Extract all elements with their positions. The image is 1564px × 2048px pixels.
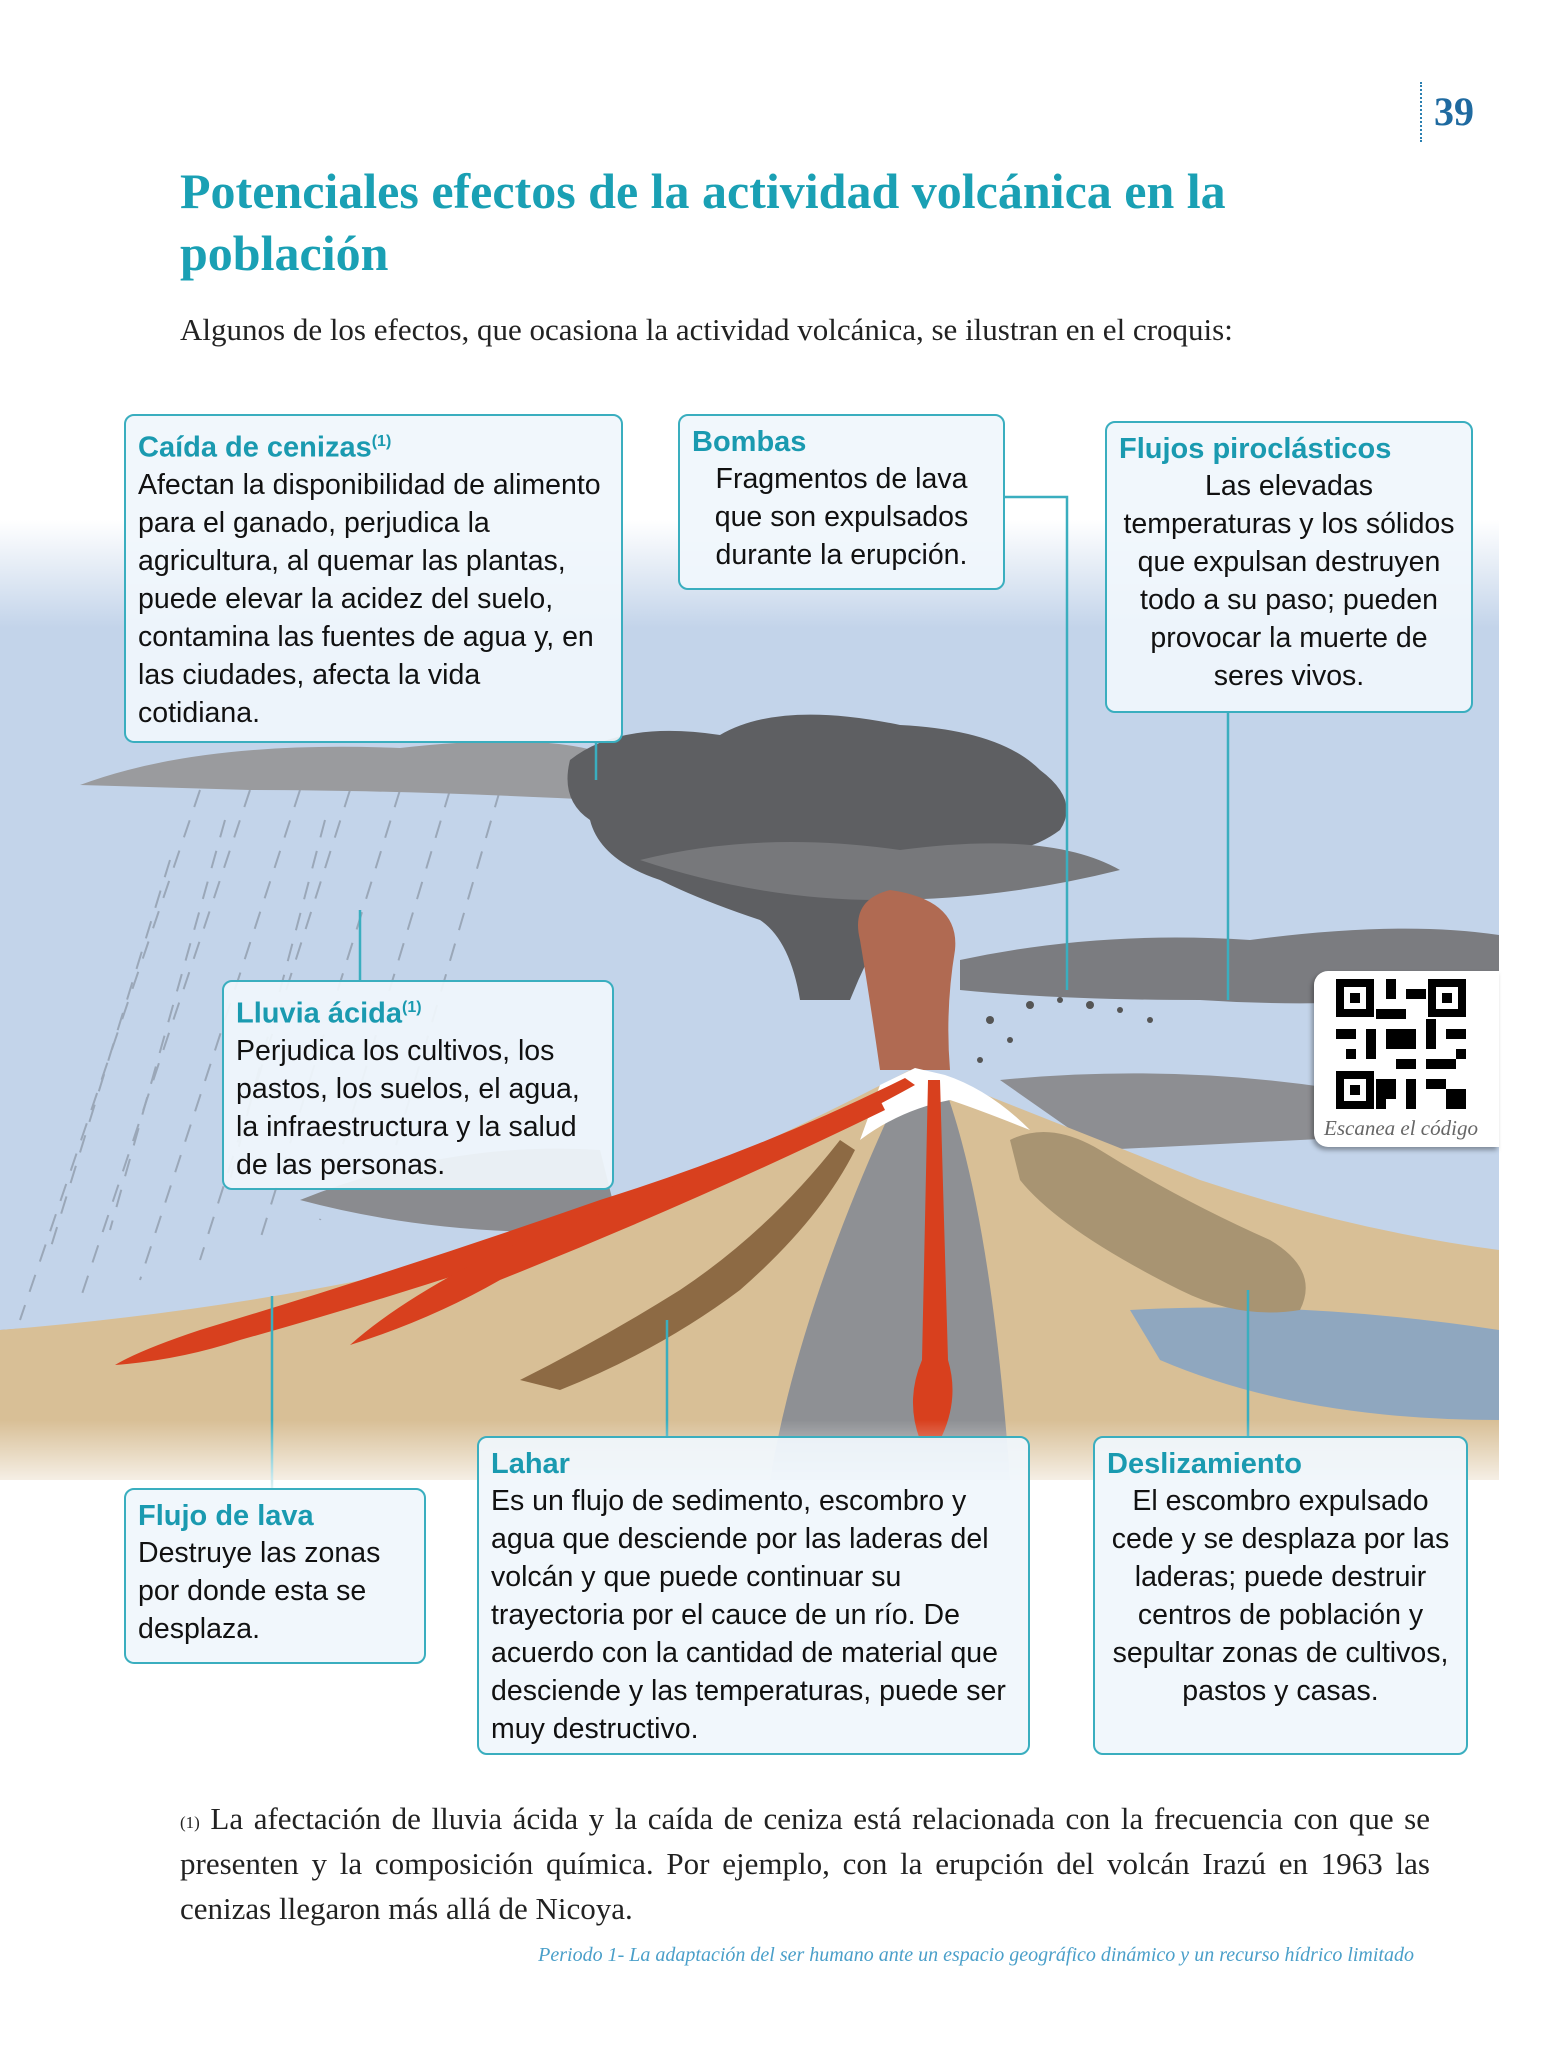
landslide-debris (1010, 1132, 1306, 1313)
callout-text: Afectan la disponibilidad de alimento pa… (138, 468, 601, 729)
footnote-marker: (1) (402, 999, 422, 1016)
eruption-column (858, 890, 956, 1070)
callout-caida-de-cenizas: Caída de cenizas(1) Afectan la disponibi… (124, 414, 623, 743)
callout-title: Flujo de lava (138, 1500, 314, 1532)
qr-code-card[interactable]: Escanea el código (1314, 971, 1499, 1147)
callout-title: Caída de cenizas (138, 431, 372, 464)
intro-text: Algunos de los efectos, que ocasiona la … (180, 312, 1233, 347)
callout-flujos-piroclasticos: Flujos piroclásticos Las elevadas temper… (1105, 421, 1473, 713)
callout-lluvia-acida: Lluvia ácida(1) Perjudica los cultivos, … (222, 980, 614, 1190)
callout-title: Deslizamiento (1107, 1448, 1302, 1480)
callout-text: Fragmentos de lava que son expulsados du… (714, 463, 969, 571)
volcanic-bombs (977, 997, 1153, 1063)
footnote-marker: (1) (180, 1813, 200, 1832)
callout-title: Lluvia ácida (236, 997, 403, 1030)
page-footer: Periodo 1- La adaptación del ser humano … (538, 1944, 1414, 1966)
footnote-text: La afectación de lluvia ácida y la caída… (180, 1801, 1431, 1926)
callout-text: Perjudica los cultivos, los pastos, los … (236, 1034, 580, 1181)
lake (1130, 1307, 1499, 1420)
callout-deslizamiento: Deslizamiento El escombro expulsado cede… (1093, 1436, 1468, 1755)
page-title: Potenciales efectos de la actividad volc… (180, 163, 1226, 281)
callout-text: El escombro expulsado cede y se desplaza… (1111, 1485, 1450, 1707)
callout-title: Flujos piroclásticos (1119, 433, 1392, 465)
qr-label: Escanea el código (1324, 1116, 1478, 1140)
lava-flows (115, 1078, 953, 1440)
qr-code-icon[interactable] (1336, 979, 1466, 1109)
callout-bombas: Bombas Fragmentos de lava que son expuls… (678, 414, 1005, 590)
callout-text: Las elevadas temperaturas y los sólidos … (1123, 470, 1455, 692)
callout-text: Es un flujo de sedimento, escombro y agu… (491, 1485, 1006, 1745)
callout-title: Bombas (692, 426, 807, 458)
callout-flujo-de-lava: Flujo de lava Destruye las zonas por don… (124, 1488, 426, 1664)
lahar-flow (520, 1140, 855, 1390)
callout-text: Destruye las zonas por donde esta se des… (138, 1537, 381, 1645)
footnote-marker: (1) (371, 433, 392, 450)
footnote: (1) La afectación de lluvia ácida y la c… (180, 1796, 1430, 1931)
callout-lahar: Lahar Es un flujo de sedimento, escombro… (477, 1436, 1030, 1755)
page-number: 39 (1420, 82, 1474, 142)
callout-title: Lahar (491, 1448, 570, 1480)
